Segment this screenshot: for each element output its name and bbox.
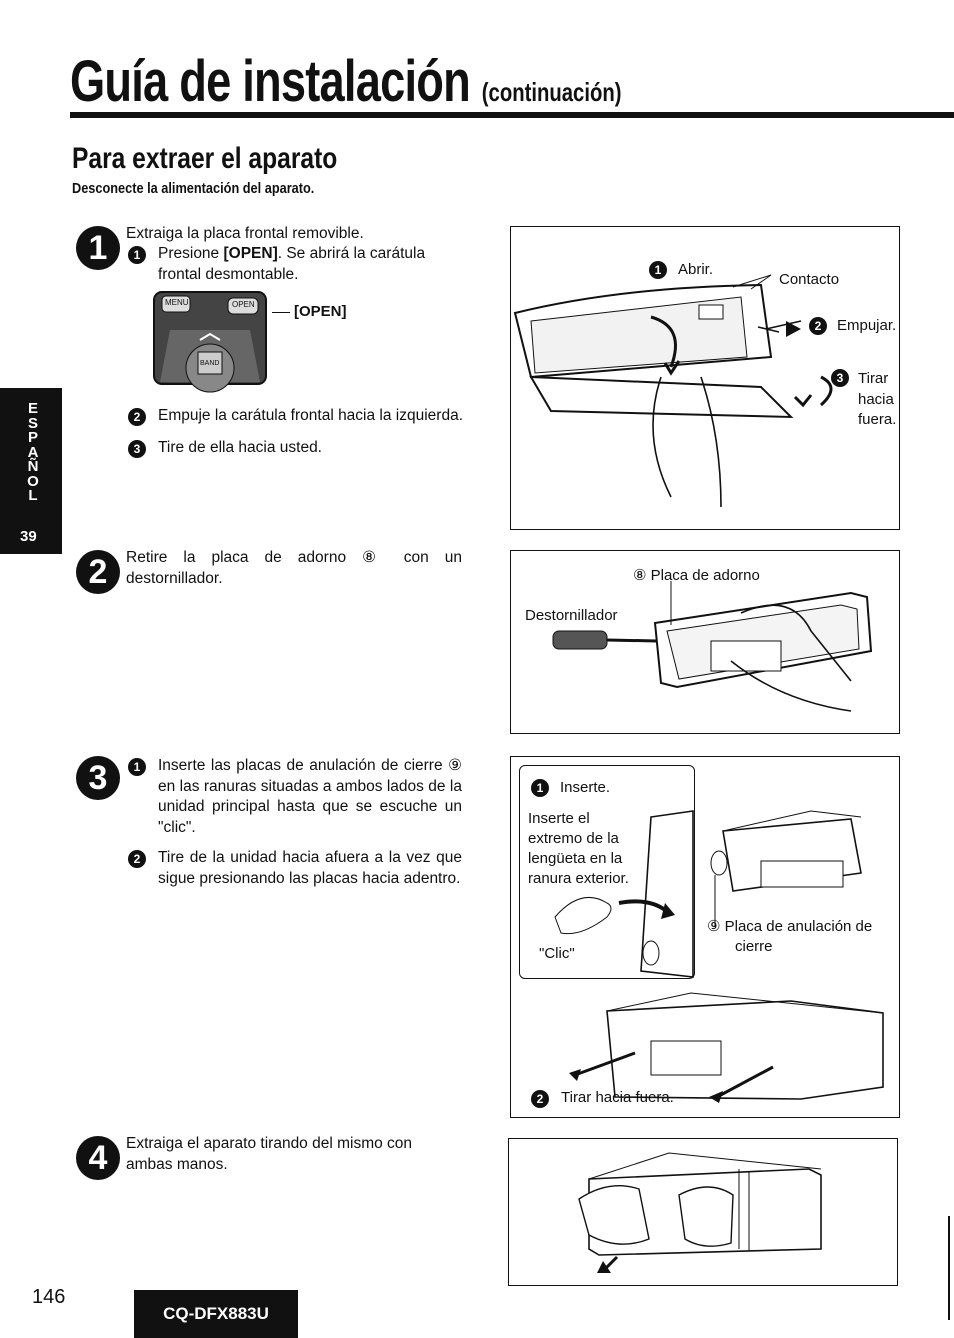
- tab-letter: L: [28, 487, 38, 504]
- placa-anulacion-line: cierre: [735, 938, 773, 955]
- fig3-inserte-badge: 1: [531, 779, 549, 797]
- figure-remove-faceplate: 1 Abrir. Contacto 2 Empujar. 3 Tirar hac…: [510, 226, 900, 530]
- fig3-placa-anulacion-label: ⑨ Placa de anulación de cierre: [707, 917, 872, 957]
- tab-letter: E: [27, 400, 38, 417]
- step-1-sub1-badge: 1: [128, 246, 146, 264]
- tab-letter: A: [27, 443, 39, 461]
- model-badge: CQ-DFX883U: [134, 1290, 298, 1338]
- fig1-empujar-badge: 2: [809, 317, 827, 335]
- tab-letter: S: [27, 414, 38, 432]
- inserte-desc-line: extremo de la: [528, 830, 619, 847]
- fig3-tirar-label: Tirar hacia fuera.: [561, 1089, 674, 1106]
- fig3-tirar-badge: 2: [531, 1090, 549, 1108]
- fig3-inserte-label: Inserte.: [560, 779, 611, 796]
- step-3-sub2-text: Tire de la unidad hacia afuera a la vez …: [158, 849, 462, 887]
- tab-page-number: 39: [20, 528, 37, 545]
- language-letters: E S P A Ñ O L: [26, 400, 40, 504]
- tab-letter: Ñ: [27, 458, 39, 475]
- faceplate-removal-drawing: [513, 274, 833, 508]
- step-1-sub3-badge: 3: [128, 440, 146, 458]
- page-title-suffix: (continuación): [481, 77, 622, 107]
- fig3-clic-label: "Clic": [539, 945, 575, 962]
- step-1-badge: 1: [76, 226, 120, 270]
- section-title: Para extraer el aparato: [72, 142, 338, 175]
- release-plates-drawing: [554, 810, 884, 1103]
- tirar-line: Tirar: [858, 370, 889, 387]
- fig1-tirar-badge: 3: [831, 369, 849, 387]
- title-rule: [70, 112, 954, 118]
- open-key-label: [OPEN]: [223, 245, 278, 262]
- menu-key-label: MENU: [165, 298, 189, 307]
- figure-release-plates: 1 Inserte. Inserte el extremo de la leng…: [510, 756, 900, 1118]
- sub1-text-part: Presione: [158, 245, 224, 262]
- open-button-inset: MENU OPEN BAND: [150, 290, 270, 393]
- placa-anulacion-line: ⑨ Placa de anulación de: [707, 918, 873, 935]
- sub1-text-part: . Se abrirá la carátula frontal desmonta…: [158, 245, 426, 283]
- tirar-line: hacia: [858, 390, 894, 408]
- figure-remove-trim-plate: ⑧ Placa de adorno Destornillador: [510, 550, 900, 734]
- lead-instruction: Desconecte la alimentación del aparato.: [72, 180, 315, 197]
- fig2-placa-label: ⑧ Placa de adorno: [633, 567, 760, 584]
- fig1-empujar-label: Empujar.: [837, 317, 897, 334]
- fig1-contacto-label: Contacto: [779, 271, 840, 288]
- step-3-badge: 3: [76, 756, 120, 800]
- step-2-badge: 2: [76, 550, 120, 594]
- step-3-sub1-badge: 1: [128, 758, 146, 776]
- page-number: 146: [32, 1286, 66, 1308]
- figure-pull-unit: [508, 1138, 898, 1286]
- step-4-text: Extraiga el aparato tirando del mismo co…: [126, 1135, 413, 1173]
- inserte-desc-line: Inserte el: [528, 810, 590, 827]
- fig3-inserte-desc: Inserte el extremo de la lengüeta en la …: [528, 809, 629, 889]
- language-side-tab: E S P A Ñ O L 39: [0, 388, 62, 554]
- tab-letter: P: [27, 429, 38, 446]
- fig1-abrir-label: Abrir.: [678, 261, 714, 278]
- open-callout-label: [OPEN]: [294, 303, 347, 320]
- step-1-sub3-text: Tire de ella hacia usted.: [158, 439, 322, 456]
- inserte-desc-line: lengüeta en la: [528, 850, 623, 867]
- step-3-sub1-text: Inserte las placas de anulación de cierr…: [158, 757, 462, 836]
- inserte-desc-line: ranura exterior.: [528, 870, 629, 887]
- open-leader-line: [272, 312, 290, 313]
- pull-unit-drawing: [578, 1152, 822, 1273]
- open-key-icon-label: OPEN: [232, 300, 255, 309]
- step-1-sub2-text: Empuje la carátula frontal hacia la izqu…: [158, 407, 464, 424]
- band-key-label: BAND: [200, 360, 220, 367]
- faceplate-inset-drawing: [153, 291, 267, 393]
- fig1-abrir-badge: 1: [649, 261, 667, 279]
- tirar-line: fuera.: [858, 411, 897, 428]
- page-title: Guía de instalación (continuación): [70, 48, 621, 115]
- step-1-sub2-badge: 2: [128, 408, 146, 426]
- step-2-text: Retire la placa de adorno ⑧ con un desto…: [126, 549, 462, 587]
- page-title-main: Guía de instalación: [70, 49, 471, 114]
- step-1-sub1-text: Presione [OPEN]. Se abrirá la carátula f…: [158, 244, 468, 285]
- tab-letter: O: [27, 472, 39, 490]
- edge-mark: [948, 1216, 950, 1320]
- fig1-tirar-label: Tirar hacia fuera.: [858, 369, 896, 431]
- fig2-destornillador-label: Destornillador: [525, 607, 618, 624]
- trim-plate-drawing: [552, 581, 873, 712]
- step-4-badge: 4: [76, 1136, 120, 1180]
- step-3-sub2-badge: 2: [128, 850, 146, 868]
- step-1-intro: Extraiga la placa frontal removible.: [126, 225, 364, 242]
